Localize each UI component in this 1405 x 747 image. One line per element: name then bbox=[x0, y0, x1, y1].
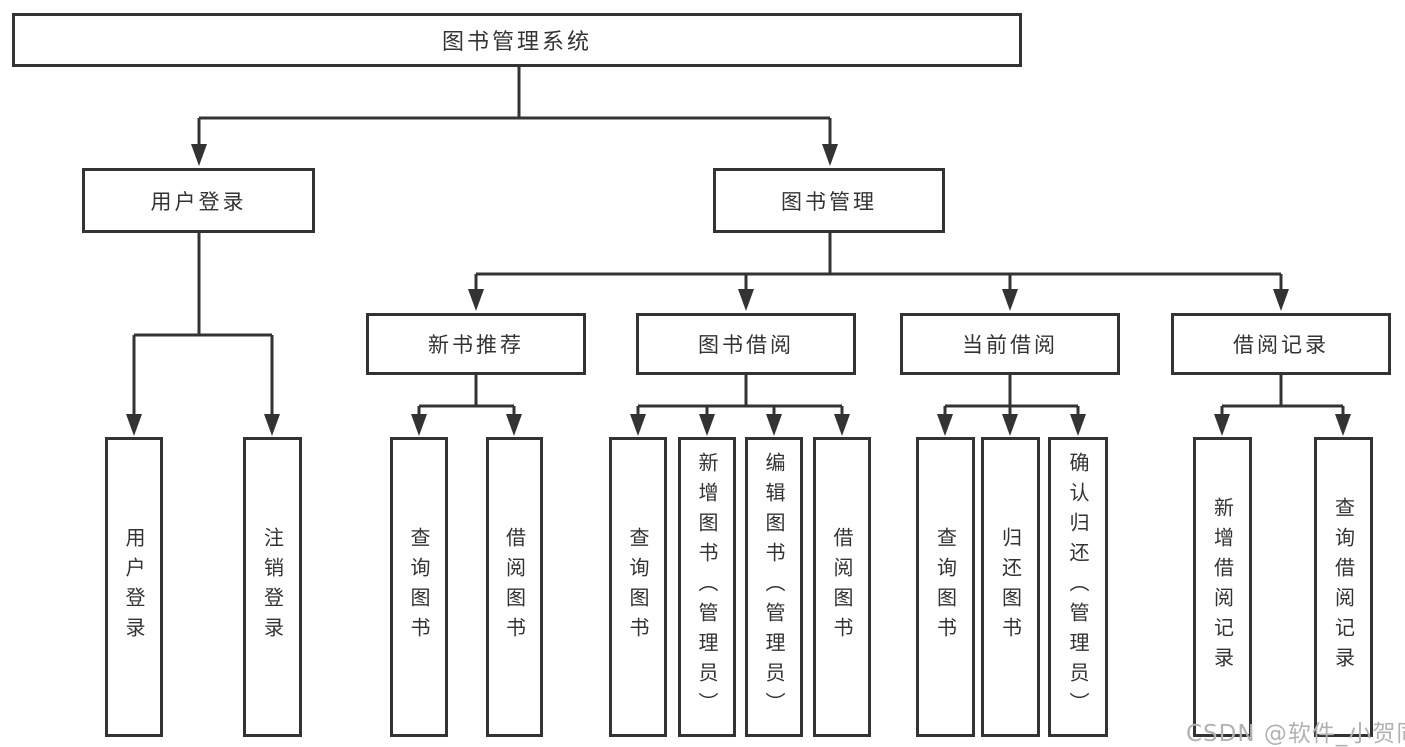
leaf-return-books: 归还图书 bbox=[981, 437, 1040, 737]
leaf-newbook-borrow-books: 借阅图书 bbox=[486, 437, 543, 737]
leaf-edit-book-admin: 编辑图书（管理员） bbox=[745, 437, 803, 737]
leaf-logout: 注销登录 bbox=[243, 437, 302, 737]
node-user-login: 用户登录 bbox=[82, 168, 315, 233]
node-borrowing-records: 借阅记录 bbox=[1171, 313, 1391, 375]
leaf-query-borrow-record: 查询借阅记录 bbox=[1314, 437, 1373, 737]
leaf-add-book-admin: 新增图书（管理员） bbox=[678, 437, 736, 737]
node-book-borrowing: 图书借阅 bbox=[636, 313, 856, 375]
leaf-confirm-return-admin: 确认归还（管理员） bbox=[1048, 437, 1108, 737]
leaf-borrowing-query-books: 查询图书 bbox=[609, 437, 667, 737]
leaf-user-login: 用户登录 bbox=[105, 437, 163, 737]
node-library-management-system: 图书管理系统 bbox=[12, 13, 1022, 67]
leaf-borrowing-borrow-books: 借阅图书 bbox=[813, 437, 871, 737]
leaf-newbook-query-books: 查询图书 bbox=[390, 437, 448, 737]
leaf-add-borrow-record: 新增借阅记录 bbox=[1193, 437, 1252, 737]
node-new-book-recommend: 新书推荐 bbox=[366, 313, 586, 375]
csdn-watermark: CSDN @软件_小贺同学 bbox=[1186, 721, 1405, 747]
node-book-management: 图书管理 bbox=[713, 168, 945, 233]
leaf-current-query-books: 查询图书 bbox=[916, 437, 975, 737]
node-current-borrowing: 当前借阅 bbox=[900, 313, 1120, 375]
